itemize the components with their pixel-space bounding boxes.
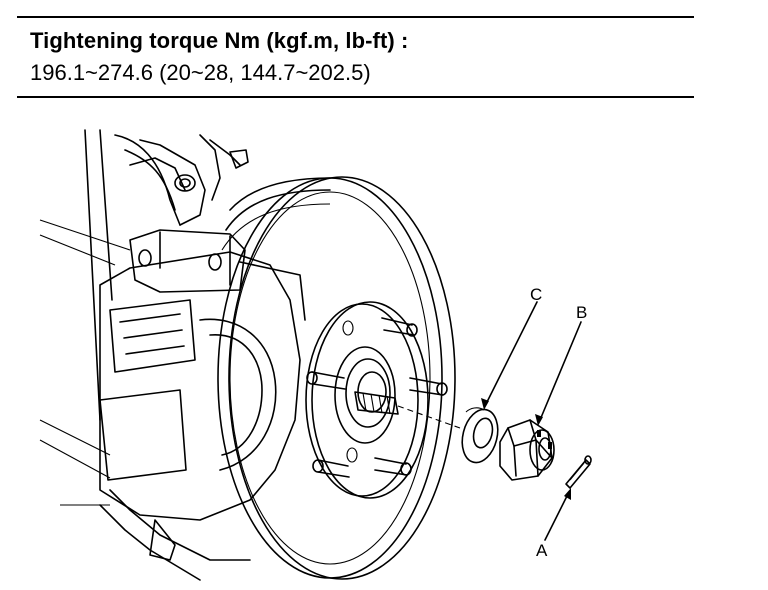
assembly-axis-line xyxy=(397,405,461,429)
suspension-strut xyxy=(39,129,186,479)
drive-shaft-thread xyxy=(354,391,399,415)
torque-spec-title: Tightening torque Nm (kgf.m, lb-ft) : xyxy=(30,28,409,53)
split-pin-part-a xyxy=(565,455,592,489)
castle-nut-part-b xyxy=(499,419,555,481)
wheel-stud xyxy=(306,317,448,478)
callout-leader-c xyxy=(481,301,538,410)
lower-arm xyxy=(60,489,251,581)
top-rule xyxy=(17,16,694,18)
knuckle-bracket xyxy=(139,134,249,226)
wheel-hub xyxy=(305,301,429,499)
washer-part-c xyxy=(461,407,499,464)
brake-caliper xyxy=(99,229,306,521)
callout-label-a: A xyxy=(536,541,548,560)
callout-label-c: C xyxy=(530,285,542,304)
callout-leader-a xyxy=(544,488,571,541)
callout-label-b: B xyxy=(576,303,587,322)
torque-spec-value: 196.1~274.6 (20~28, 144.7~202.5) xyxy=(30,60,371,85)
callout-leader-b xyxy=(535,321,582,426)
bottom-rule xyxy=(17,96,694,98)
